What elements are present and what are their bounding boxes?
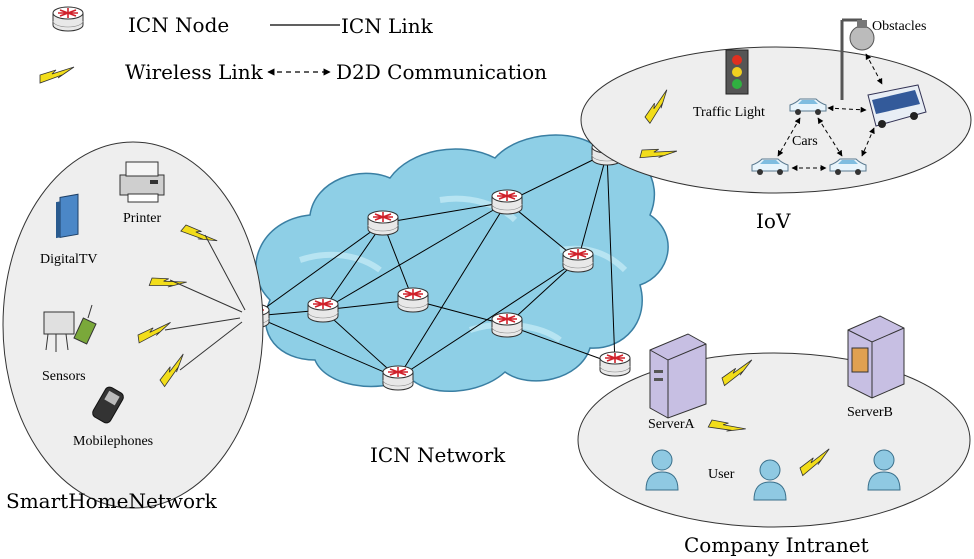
server-b-icon xyxy=(847,315,905,399)
traffic-light-icon xyxy=(725,49,749,95)
icn-node xyxy=(562,247,594,273)
icn-node xyxy=(491,189,523,215)
icn-node xyxy=(491,312,523,338)
legend: ICN Node ICN Link Wireless Link D2D Comm… xyxy=(39,6,547,84)
icn-node xyxy=(382,365,414,391)
company-intranet-label: Company Intranet xyxy=(684,533,869,557)
icn-node xyxy=(397,287,429,313)
legend-wireless-link-label: Wireless Link xyxy=(125,60,264,84)
sensors-label: Sensors xyxy=(42,369,86,384)
sensor-icon xyxy=(43,304,97,352)
iov-region: Traffic Light Obstacles Cars xyxy=(580,18,972,194)
smart-home-label: SmartHomeNetwork xyxy=(6,489,218,513)
user-label: User xyxy=(708,467,735,482)
icn-node xyxy=(307,297,339,323)
street-light-icon xyxy=(840,18,875,100)
icn-node-gateway-company xyxy=(599,351,631,377)
server-a-label: ServerA xyxy=(648,417,696,432)
obstacles-label: Obstacles xyxy=(872,19,926,34)
d2d-links xyxy=(777,53,883,171)
cars-label: Cars xyxy=(792,134,818,149)
icn-network-label: ICN Network xyxy=(370,443,506,467)
legend-icn-link-label: ICN Link xyxy=(341,14,434,38)
icn-links xyxy=(253,152,616,379)
mobilephones-label: Mobilephones xyxy=(73,434,153,449)
legend-lightning-icon xyxy=(39,66,75,84)
server-a-icon xyxy=(649,333,707,419)
mobile-phone-icon xyxy=(92,386,124,424)
legend-d2d-label: D2D Communication xyxy=(336,60,547,84)
legend-router-icon xyxy=(52,6,84,32)
traffic-light-label: Traffic Light xyxy=(693,105,765,120)
icn-node xyxy=(367,210,399,236)
printer-icon xyxy=(119,161,165,203)
bus-icon xyxy=(867,84,927,128)
legend-icn-node-label: ICN Node xyxy=(128,13,229,37)
printer-label: Printer xyxy=(123,211,161,226)
smart-home-region: Printer DigitalTV Sensors Mobilephones xyxy=(2,141,264,509)
digital-tv-label: DigitalTV xyxy=(40,252,98,267)
company-region: ServerA ServerB User xyxy=(577,315,971,528)
server-b-label: ServerB xyxy=(847,405,893,420)
iov-label: IoV xyxy=(756,209,791,233)
tv-icon xyxy=(56,193,79,239)
